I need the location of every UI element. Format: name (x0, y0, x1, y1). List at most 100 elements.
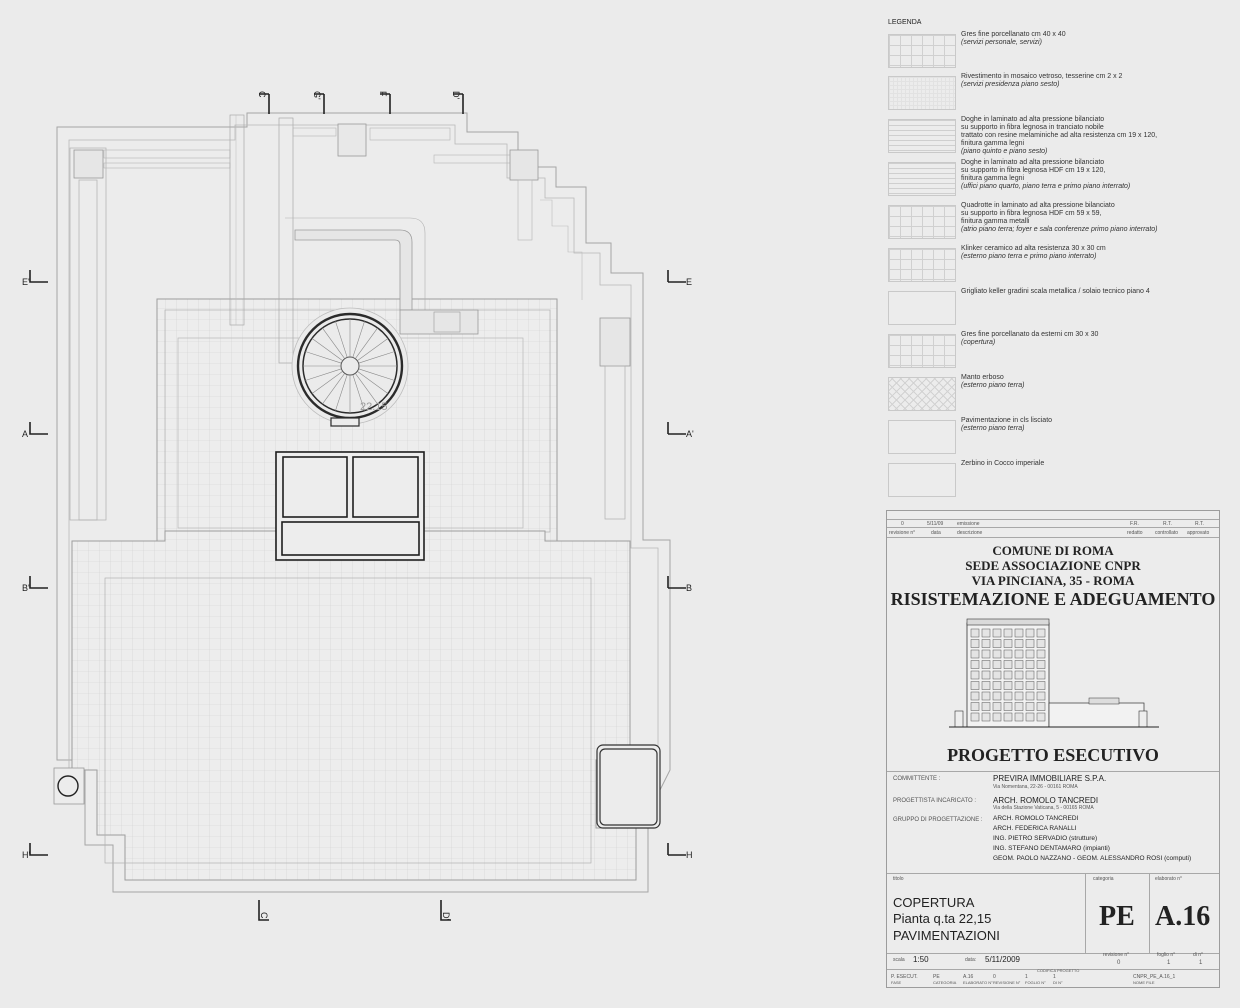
design-team-member: ARCH. FEDERICA RANALLI (993, 825, 1077, 832)
legend-swatch (888, 162, 956, 196)
elevation-window (1014, 628, 1024, 638)
code-label: FOGLIO N° (1025, 980, 1046, 985)
legend-item-note: (atrio piano terra; foyer e sala confere… (961, 226, 1158, 233)
design-team-member: ING. PIETRO SERVADIO (strutture) (993, 835, 1098, 842)
rev-num: 0 (901, 521, 904, 527)
section-marker-label: H (686, 850, 693, 860)
progettista-label: PROGETTISTA INCARICATO : (893, 798, 977, 804)
stair-tread (357, 338, 389, 361)
drawing-title-2: Pianta q.ta 22,15 (893, 911, 992, 926)
legend-item-text: su supporto in fibra legnosa HDF cm 19 x… (961, 167, 1106, 174)
elaborato-label: elaborato n° (1155, 876, 1183, 882)
stair-tread (335, 321, 348, 358)
legend-item: Gres fine porcellanato da esterni cm 30 … (961, 331, 1098, 347)
legend-swatch (888, 420, 956, 454)
legend-item-text: finitura gamma legni (961, 175, 1025, 182)
legend-item: Doghe in laminato ad alta pressione bila… (961, 116, 1157, 156)
section-marker (453, 93, 464, 114)
section-marker-label: D' (441, 912, 451, 920)
section-marker-label: B (686, 583, 692, 593)
elevation-window (1014, 712, 1024, 722)
elevation-window (981, 660, 991, 669)
drawing-number: A.16 (1155, 901, 1211, 932)
elevation-window (1003, 649, 1013, 659)
legend-item-text: Doghe in laminato ad alta pressione bila… (961, 159, 1105, 166)
stair-tread (355, 373, 378, 405)
elevation-window (981, 712, 991, 722)
section-marker (667, 422, 686, 435)
stair-tread (335, 374, 348, 411)
legend-item: Doghe in laminato ad alta pressione bila… (961, 159, 1130, 191)
design-team-member: GEOM. PAOLO NAZZANO - GEOM. ALESSANDRO R… (993, 855, 1192, 862)
foglio-label: foglio n° (1157, 952, 1176, 958)
elevation-window (1025, 712, 1035, 722)
committente-address: Via Nomentana, 22-26 - 00161 ROMA (993, 784, 1078, 790)
code-label: FASE (891, 980, 902, 985)
elevation-window (981, 691, 991, 701)
elevation-window (970, 649, 980, 659)
legend-item-text: Grigliato keller gradini scala metallica… (961, 288, 1150, 295)
elevation-window (992, 670, 1002, 680)
design-team-member: ARCH. ROMOLO TANCREDI (993, 815, 1079, 822)
section-marker-label: H' (22, 850, 30, 860)
section-marker-label: E (686, 277, 692, 287)
stair-tread (322, 327, 345, 359)
drawing-title-3: PAVIMENTAZIONI (893, 928, 1000, 943)
elevation-window (1025, 628, 1035, 638)
legend-item: Quadrotte in laminato ad alta pressione … (961, 202, 1158, 234)
elevation-window (981, 681, 991, 690)
level-label: 22.15 (360, 401, 388, 413)
elevation-window (1014, 702, 1024, 711)
spiral-staircase (291, 307, 409, 427)
skylight-block (275, 451, 425, 561)
elevation-window (1036, 639, 1046, 648)
legend-item-text: Gres fine porcellanato da esterni cm 30 … (961, 331, 1099, 338)
rev-r2: R.T. (1163, 521, 1172, 527)
design-team-member: ING. STEFANO DENTAMARO (impianti) (993, 845, 1110, 852)
code-label: REVISIONE N° (993, 980, 1021, 985)
section-marker-label: G' (312, 91, 322, 100)
section-marker-label: A (22, 429, 28, 439)
code-header: CODIFICA PROGETTO (1037, 968, 1080, 973)
legend-item-text: su supporto in fibra legnosa in tranciat… (961, 124, 1104, 131)
legend-item-text: Pavimentazione in cls lisciato (961, 417, 1053, 424)
stair-tread (352, 374, 365, 411)
drain-pipe (57, 775, 79, 797)
elevation-window (1003, 681, 1013, 690)
legend-swatch (888, 334, 956, 368)
elevation-window (1014, 691, 1024, 701)
title-block: 0 5/11/09 emissione F.R. R.T. R.T. revis… (886, 510, 1220, 988)
legend-item: Pavimentazione in cls lisciato(esterno p… (961, 417, 1052, 433)
elevation-window (981, 649, 991, 659)
legend-item: Grigliato keller gradini scala metallica… (961, 288, 1150, 296)
section-marker-label: A' (686, 429, 694, 439)
elevation-window (992, 681, 1002, 690)
rev-h-r2: controllato (1155, 530, 1179, 536)
code-label: CATEGORIA (933, 980, 957, 985)
legend-item-note: (esterno piano terra) (961, 425, 1025, 432)
elevation-window (992, 712, 1002, 722)
elevation-window (1025, 691, 1035, 701)
rev-desc: emissione (957, 521, 980, 527)
legend-item-text: finitura gamma legni (961, 140, 1025, 147)
titolo-label: titolo (893, 876, 904, 882)
legend-swatch (888, 119, 956, 153)
rev-r1: F.R. (1130, 521, 1139, 527)
code-value: 1 (1053, 974, 1056, 980)
elevation-window (970, 628, 980, 638)
legend-item: Gres fine porcellanato cm 40 x 40(serviz… (961, 31, 1066, 47)
roof-hatch (596, 744, 661, 829)
elevation-window (1036, 712, 1046, 722)
stair-tread (311, 371, 343, 394)
elevation-window (1003, 670, 1013, 680)
section-marker (440, 900, 451, 921)
elevation-window (1025, 660, 1035, 669)
elevation-window (1036, 681, 1046, 690)
section-marker-label: C (257, 91, 267, 98)
section-marker-label: E' (22, 277, 30, 287)
section-marker (667, 576, 686, 589)
elevation-window (992, 649, 1002, 659)
elevation-window (1003, 628, 1013, 638)
rev-h-date: data (931, 530, 941, 536)
